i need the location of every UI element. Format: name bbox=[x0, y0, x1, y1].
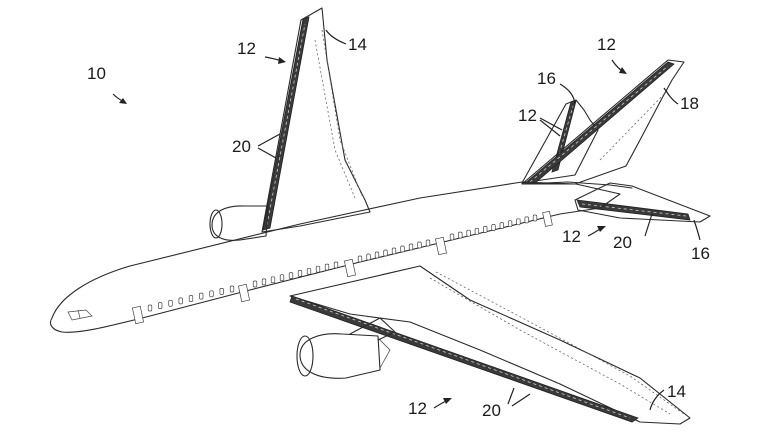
door-2 bbox=[238, 283, 250, 303]
passenger-window bbox=[168, 299, 173, 307]
passenger-window bbox=[383, 249, 388, 257]
passenger-window bbox=[315, 265, 321, 273]
passenger-window bbox=[199, 292, 204, 300]
passenger-window bbox=[279, 274, 285, 282]
fuselage bbox=[49, 181, 621, 333]
passenger-window bbox=[391, 247, 397, 255]
passenger-window bbox=[491, 224, 496, 231]
passenger-window bbox=[425, 239, 431, 247]
label-12-horizontal: 12 bbox=[562, 227, 581, 246]
passenger-window bbox=[178, 297, 183, 305]
upper-wing bbox=[209, 7, 371, 241]
label-20-top: 20 bbox=[232, 137, 251, 156]
passenger-window bbox=[297, 270, 303, 277]
passenger-window bbox=[252, 280, 258, 288]
passenger-window bbox=[229, 285, 235, 293]
lower-wing bbox=[289, 265, 691, 425]
passenger-window bbox=[324, 263, 330, 271]
passenger-window bbox=[400, 245, 405, 253]
passenger-window bbox=[357, 255, 363, 263]
label-14-bottom: 14 bbox=[667, 382, 686, 401]
passenger-window bbox=[499, 222, 504, 229]
lower-engine bbox=[299, 333, 381, 379]
door-5 bbox=[542, 210, 553, 227]
passenger-window bbox=[524, 216, 529, 224]
passenger-window bbox=[408, 243, 414, 251]
passenger-window bbox=[449, 233, 455, 241]
lower-wing-slat bbox=[289, 295, 639, 423]
passenger-window bbox=[209, 290, 214, 298]
passenger-window bbox=[458, 231, 463, 239]
label-14-top: 14 bbox=[348, 35, 367, 54]
label-10: 10 bbox=[87, 64, 106, 83]
vertical-stabilizer bbox=[521, 99, 599, 184]
door-4 bbox=[435, 236, 447, 256]
passenger-windows bbox=[147, 214, 538, 312]
passenger-window bbox=[147, 304, 153, 312]
label-12-vertical: 12 bbox=[518, 106, 537, 125]
passenger-window bbox=[466, 229, 471, 237]
passenger-window bbox=[158, 302, 163, 309]
door-3 bbox=[344, 258, 356, 278]
annotations: 10 12 14 20 12 16 12 18 12 20 bbox=[87, 29, 710, 420]
passenger-window bbox=[261, 278, 267, 286]
upper-engine bbox=[211, 205, 269, 241]
label-12-bottom-wing: 12 bbox=[408, 399, 427, 418]
passenger-window bbox=[483, 226, 488, 233]
passenger-window bbox=[532, 214, 538, 222]
passenger-window bbox=[219, 288, 224, 295]
label-18: 18 bbox=[680, 94, 699, 113]
horizontal-stabilizer-far bbox=[521, 59, 685, 185]
passenger-window bbox=[417, 241, 422, 249]
passenger-window bbox=[188, 295, 194, 302]
passenger-window bbox=[288, 272, 294, 279]
passenger-window bbox=[366, 253, 371, 261]
label-20-tail: 20 bbox=[613, 233, 632, 252]
label-20-bottom: 20 bbox=[482, 401, 501, 420]
label-12-tail-top: 12 bbox=[597, 35, 616, 54]
passenger-window bbox=[516, 218, 521, 226]
tail bbox=[521, 59, 711, 223]
door-1 bbox=[132, 305, 144, 325]
passenger-window bbox=[374, 251, 380, 259]
passenger-window bbox=[333, 261, 339, 269]
label-16-horizontal: 16 bbox=[691, 244, 710, 263]
passenger-window bbox=[507, 220, 513, 228]
horizontal-stabilizer-near bbox=[574, 182, 711, 223]
label-16-vertical: 16 bbox=[537, 69, 556, 88]
passenger-window bbox=[306, 267, 312, 275]
passenger-window bbox=[270, 276, 276, 284]
cockpit-windows bbox=[67, 309, 93, 321]
label-12-top-wing: 12 bbox=[237, 39, 256, 58]
passenger-window bbox=[474, 227, 480, 235]
